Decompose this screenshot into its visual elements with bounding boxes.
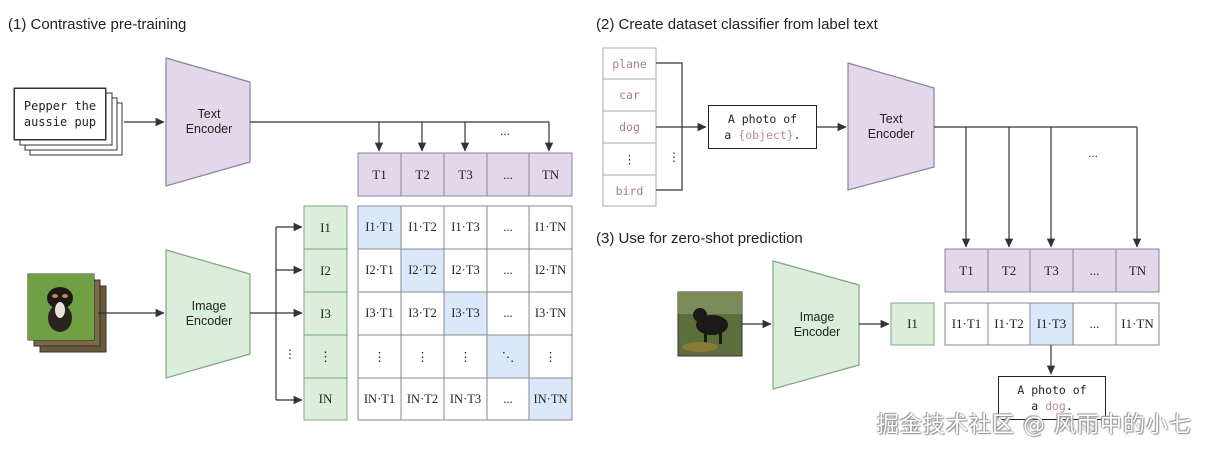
matrix-cell-r4-c4: ⋱ <box>501 349 515 364</box>
t2-cell-2: T2 <box>1001 262 1017 278</box>
label-dog: dog <box>619 120 640 134</box>
prediction-suffix: . <box>1065 399 1073 413</box>
matrix-cell-r3-c1: I3·T1 <box>365 306 394 320</box>
text-input-line1: Pepper the <box>23 99 97 113</box>
matrix-cell-r4-c1: ⋮ <box>373 349 386 364</box>
matrix-cell-r4-c5: ⋮ <box>544 349 557 364</box>
matrix-cell-r3-c2: I3·T2 <box>408 306 437 320</box>
matrix-cell-r2-c4: ... <box>503 263 513 277</box>
label-list-box <box>602 47 657 207</box>
zs-cell-n: I1·TN <box>1121 316 1154 331</box>
text-encoder-2-label: Text Encoder <box>867 112 915 141</box>
text-embedding-row-2 <box>944 248 1160 293</box>
matrix-cell-r2-c1: I2·T1 <box>365 263 394 277</box>
template-box: A photo of a {object}. <box>708 105 817 149</box>
text-encoder-label: Text Encoder <box>185 107 233 136</box>
zs-cell-2: I1·T2 <box>994 316 1024 331</box>
matrix-cell-r2-c5: I2·TN <box>534 263 567 277</box>
matrix-cell-r3-c3: I3·T3 <box>451 306 480 320</box>
ellipsis-top-1: ... <box>500 124 511 138</box>
similarity-matrix <box>357 205 573 421</box>
t2-cell-1: T1 <box>959 262 974 278</box>
matrix-cell-r1-c3: I1·T3 <box>451 220 480 234</box>
matrix-cell-r5-c3: IN·T3 <box>449 391 482 406</box>
text-embedding-row <box>357 152 573 197</box>
image-encoder-2-label: Image Encoder <box>793 310 841 339</box>
t-cell-2: T2 <box>415 166 430 182</box>
matrix-cell-r4-c2: ⋮ <box>416 349 429 364</box>
prediction-line1: A photo of <box>1017 383 1087 397</box>
matrix-cell-r5-c5: IN·TN <box>533 391 568 406</box>
label-plane: plane <box>612 56 647 71</box>
text-input-line2: aussie pup <box>23 115 97 129</box>
zs-cell-3: I1·T3 <box>1036 316 1067 331</box>
section1-title: (1) Contrastive pre-training <box>8 16 187 33</box>
template-prefix: a <box>724 128 739 142</box>
matrix-cell-r1-c5: I1·TN <box>534 220 567 234</box>
label-car: car <box>619 88 640 102</box>
template-line1: A photo of <box>727 112 798 126</box>
ellipsis-vertical-left: ⋮ <box>284 347 296 361</box>
image-encoder-2-shape <box>772 260 860 390</box>
label-ellipsis: ⋮ <box>623 152 636 166</box>
prediction-object: dog <box>1045 399 1066 413</box>
matrix-cell-r3-c5: I3·TN <box>534 306 567 320</box>
image-encoder-shape <box>165 249 251 379</box>
i-cell-3: I3 <box>320 305 331 321</box>
t2-cell-3: T3 <box>1044 262 1059 278</box>
label-bird: bird <box>615 183 644 198</box>
i1-box <box>890 302 935 346</box>
t2-cell-n: TN <box>1128 262 1147 278</box>
i-cell-1: I1 <box>320 219 331 235</box>
t-cell-n: TN <box>541 166 560 182</box>
image-embedding-column <box>303 205 348 421</box>
image-stack <box>27 273 107 353</box>
matrix-cell-r1-c4: ... <box>503 220 513 234</box>
watermark: 掘金技术社区 @ 风雨中的小七 <box>877 413 1192 438</box>
matrix-cell-r1-c2: I1·T2 <box>408 220 437 234</box>
text-input-card: Pepper the aussie pup <box>14 88 106 140</box>
matrix-cell-r4-c3: ⋮ <box>459 349 472 364</box>
t-cell-3: T3 <box>458 166 473 182</box>
matrix-cell-r2-c3: I2·T3 <box>451 263 480 277</box>
ellipsis-top-2: ... <box>1088 146 1099 160</box>
i-cell-n: IN <box>318 391 333 406</box>
i1-label: I1 <box>907 316 918 331</box>
ellipsis-vertical-bracket: ⋮ <box>668 150 680 164</box>
matrix-cell-r5-c1: IN·T1 <box>363 391 396 406</box>
text-encoder-shape <box>165 57 251 187</box>
matrix-cell-r3-c4: ... <box>503 306 513 320</box>
t-cell-ellipsis: ... <box>503 166 513 182</box>
template-object: {object} <box>738 128 794 142</box>
t2-cell-ellipsis: ... <box>1089 262 1100 278</box>
zs-cell-ellipsis: ... <box>1089 316 1100 331</box>
i-cell-ellipsis: ⋮ <box>319 348 332 364</box>
text-encoder-2-shape <box>847 62 935 191</box>
template-suffix: . <box>793 128 801 142</box>
zero-shot-row <box>944 302 1160 346</box>
section3-title: (3) Use for zero-shot prediction <box>596 230 803 247</box>
image-encoder-label: Image Encoder <box>185 299 233 328</box>
prediction-prefix: a <box>1031 399 1046 413</box>
matrix-cell-r1-c1: I1·T1 <box>365 220 394 234</box>
matrix-cell-r5-c2: IN·T2 <box>406 391 439 406</box>
matrix-cell-r2-c2: I2·T2 <box>408 263 437 277</box>
matrix-cell-r5-c4: ... <box>503 391 513 406</box>
zs-cell-1: I1·T1 <box>951 316 982 331</box>
dog-photo <box>677 291 743 357</box>
i-cell-2: I2 <box>320 262 331 278</box>
section2-title: (2) Create dataset classifier from label… <box>596 16 878 33</box>
prediction-box: A photo of a dog. <box>998 376 1106 420</box>
t-cell-1: T1 <box>372 166 387 182</box>
